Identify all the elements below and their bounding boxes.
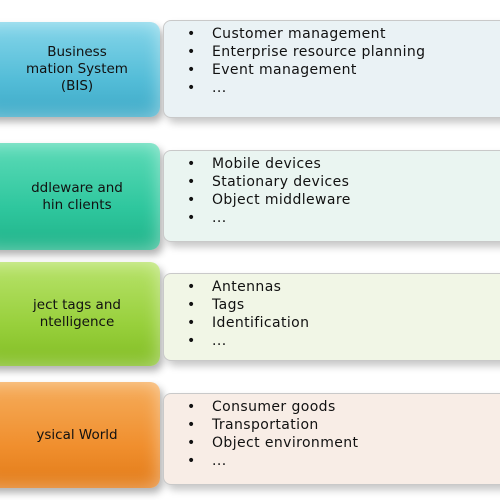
layer-label-box: ddleware and hin clients bbox=[0, 143, 160, 250]
layer-label-box: ysical World bbox=[0, 382, 160, 488]
list-item: •... bbox=[187, 453, 227, 469]
list-item: •Antennas bbox=[187, 279, 282, 295]
list-item: •Tags bbox=[187, 297, 245, 313]
layer-items-panel: •Antennas •Tags •Identification •... bbox=[163, 273, 500, 361]
list-item: •Transportation bbox=[187, 417, 319, 433]
layer-label: ddleware and hin clients bbox=[31, 179, 123, 213]
list-item: •... bbox=[187, 210, 227, 226]
layer-label-box: ject tags and ntelligence bbox=[0, 262, 160, 366]
list-item: •Consumer goods bbox=[187, 399, 336, 415]
list-item: •Event management bbox=[187, 62, 357, 78]
bullet-icon: • bbox=[187, 44, 196, 60]
bullet-icon: • bbox=[187, 315, 196, 331]
bullet-icon: • bbox=[187, 279, 196, 295]
bullet-icon: • bbox=[187, 399, 196, 415]
bullet-icon: • bbox=[187, 80, 196, 96]
list-item: •Object environment bbox=[187, 435, 359, 451]
layer-label: Business mation System (BIS) bbox=[26, 44, 128, 94]
layer-items-panel: •Consumer goods •Transportation •Object … bbox=[163, 393, 500, 485]
layer-label-box: Business mation System (BIS) bbox=[0, 22, 160, 117]
bullet-icon: • bbox=[187, 26, 196, 42]
bullet-icon: • bbox=[187, 453, 196, 469]
bullet-icon: • bbox=[187, 62, 196, 78]
list-item: •Mobile devices bbox=[187, 156, 322, 172]
list-item: •Object middleware bbox=[187, 192, 351, 208]
list-item: •Stationary devices bbox=[187, 174, 350, 190]
list-item: •Identification bbox=[187, 315, 310, 331]
bullet-icon: • bbox=[187, 156, 196, 172]
bullet-icon: • bbox=[187, 417, 196, 433]
layer-label: ject tags and ntelligence bbox=[33, 297, 121, 330]
list-item: •Customer management bbox=[187, 26, 386, 42]
layer-items-panel: •Customer management •Enterprise resourc… bbox=[163, 20, 500, 118]
list-item: •Enterprise resource planning bbox=[187, 44, 426, 60]
bullet-icon: • bbox=[187, 435, 196, 451]
list-item: •... bbox=[187, 333, 227, 349]
bullet-icon: • bbox=[187, 297, 196, 313]
bullet-icon: • bbox=[187, 210, 196, 226]
item-list: •Consumer goods •Transportation •Object … bbox=[182, 398, 500, 470]
layer-items-panel: •Mobile devices •Stationary devices •Obj… bbox=[163, 150, 500, 242]
item-list: •Customer management •Enterprise resourc… bbox=[182, 25, 500, 97]
bullet-icon: • bbox=[187, 192, 196, 208]
item-list: •Antennas •Tags •Identification •... bbox=[182, 278, 500, 350]
list-item: •... bbox=[187, 80, 227, 96]
layer-label: ysical World bbox=[36, 426, 118, 443]
bullet-icon: • bbox=[187, 174, 196, 190]
bullet-icon: • bbox=[187, 333, 196, 349]
item-list: •Mobile devices •Stationary devices •Obj… bbox=[182, 155, 500, 227]
